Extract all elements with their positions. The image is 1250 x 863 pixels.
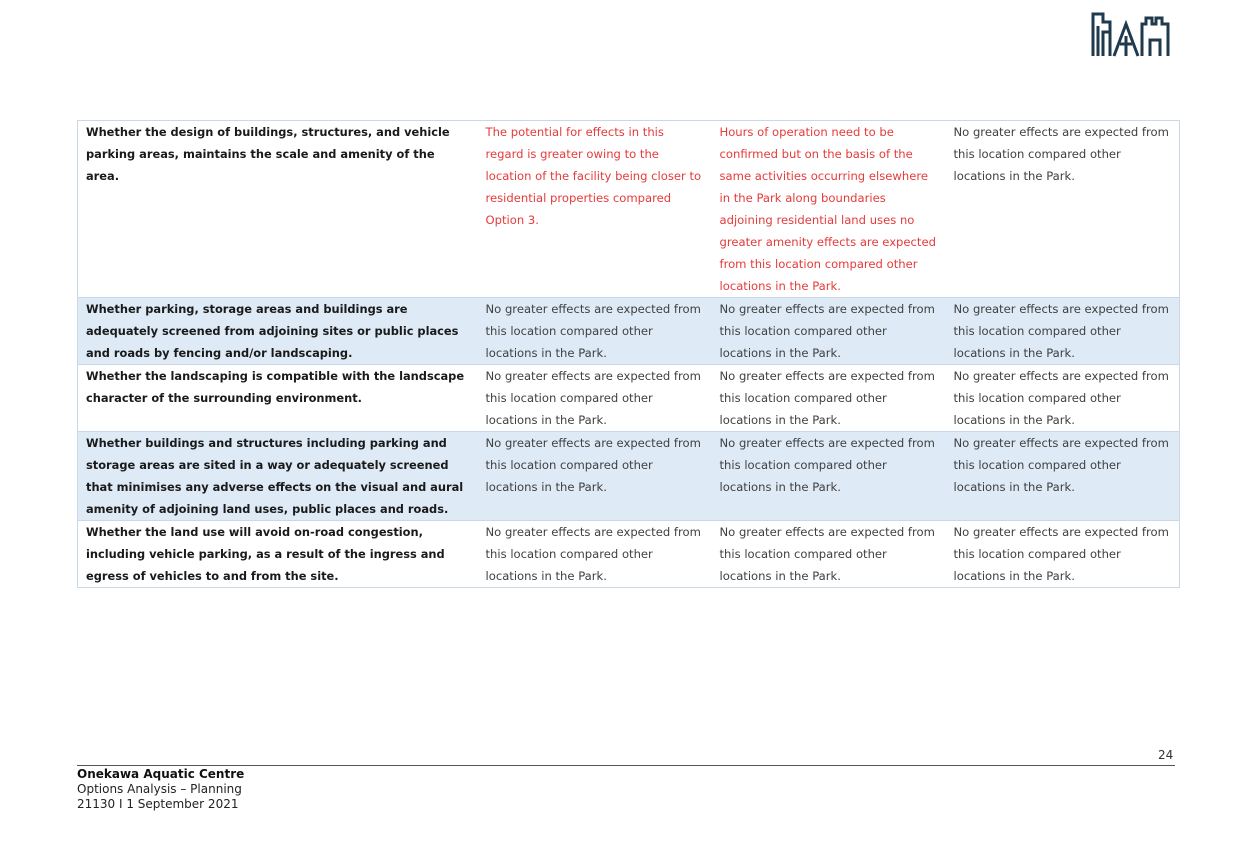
option-cell: No greater effects are expected from thi… [485, 525, 701, 583]
option-cell: No greater effects are expected from thi… [477, 431, 712, 521]
criterion-cell: Whether parking, storage areas and build… [77, 297, 478, 365]
option-cell: No greater effects are expected from thi… [953, 369, 1169, 427]
option-cell: The potential for effects in this regard… [485, 125, 702, 227]
footer: Onekawa Aquatic Centre Options Analysis … [77, 767, 244, 812]
option-cell: Hours of operation need to be confirmed … [719, 125, 936, 293]
assessment-table: Whether the design of buildings, structu… [77, 120, 1180, 588]
page-number: 24 [1158, 748, 1174, 762]
company-logo-icon [1091, 12, 1170, 57]
option-cell: No greater effects are expected from thi… [953, 125, 1169, 183]
criterion-cell: Whether the landscaping is compatible wi… [86, 369, 465, 405]
option-cell: No greater effects are expected from thi… [485, 369, 701, 427]
table-row: Whether parking, storage areas and build… [77, 297, 1180, 365]
option-cell: No greater effects are expected from thi… [953, 525, 1169, 583]
table-row: Whether the design of buildings, structu… [77, 120, 1180, 298]
option-cell: No greater effects are expected from thi… [477, 297, 712, 365]
table-row: Whether the landscaping is compatible wi… [77, 364, 1180, 432]
option-cell: No greater effects are expected from thi… [719, 369, 935, 427]
criterion-cell: Whether the land use will avoid on-road … [86, 525, 445, 583]
criterion-cell: Whether buildings and structures includi… [77, 431, 478, 521]
option-cell: No greater effects are expected from thi… [711, 297, 946, 365]
criterion-cell: Whether the design of buildings, structu… [86, 125, 450, 183]
footer-doc-title: Options Analysis – Planning [77, 782, 242, 796]
footer-divider [77, 765, 1175, 766]
option-cell: No greater effects are expected from thi… [719, 525, 935, 583]
footer-ref-date: 21130 I 1 September 2021 [77, 797, 239, 811]
table-row: Whether buildings and structures includi… [77, 431, 1180, 521]
option-cell: No greater effects are expected from thi… [711, 431, 946, 521]
option-cell: No greater effects are expected from thi… [945, 297, 1180, 365]
footer-project: Onekawa Aquatic Centre [77, 767, 245, 781]
table-row: Whether the land use will avoid on-road … [77, 520, 1180, 588]
option-cell: No greater effects are expected from thi… [945, 431, 1180, 521]
